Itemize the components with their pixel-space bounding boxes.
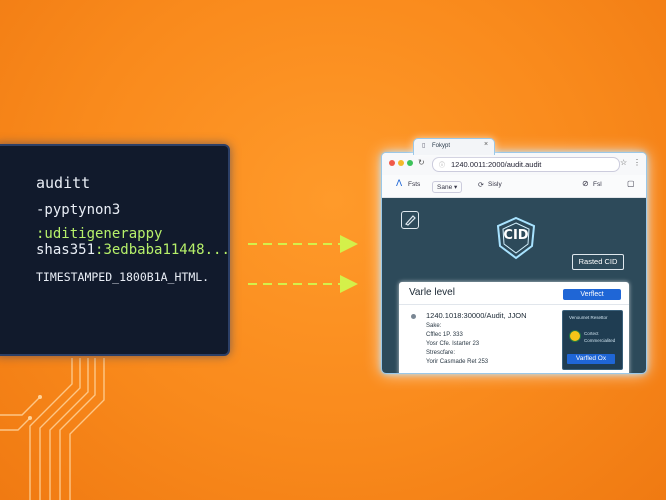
url-text: 1240.0011:2000/audit.audit [451, 160, 542, 169]
toolbar-item-3[interactable]: Sisly [488, 181, 502, 188]
terminal-line-3: :uditigenerappy [36, 226, 163, 242]
terminal-window: auditt -pyptynon3 :uditigenerappy shas35… [0, 144, 230, 356]
share-icon[interactable]: ⟳ [478, 182, 484, 189]
verified-ok-button[interactable]: Varfled Ox [567, 354, 615, 364]
seal-icon [569, 330, 581, 342]
certificate-header: Venoumet Resettor [569, 315, 608, 320]
url-bar[interactable]: ⓘ 1240.0011:2000/audit.audit [432, 157, 620, 172]
info-icon: ⓘ [439, 163, 446, 169]
shield-badge-icon [496, 216, 536, 260]
maximize-dot[interactable] [407, 160, 413, 166]
settings-icon[interactable]: ⊘ [582, 179, 589, 188]
status-dot-icon [411, 314, 416, 319]
page-content: CID Rasted CID Varle level Verflect 1240… [382, 198, 646, 373]
detail-line: Strescfare: [426, 350, 456, 356]
browser-window: ↻ ⓘ 1240.0011:2000/audit.audit ☆ ⋮ ⴷ Fst… [381, 152, 647, 374]
terminal-line-1: auditt [36, 174, 91, 192]
tab-close-icon[interactable]: × [484, 141, 489, 148]
verified-cid-button[interactable]: Rasted CID [572, 254, 624, 270]
detail-line: Sake: [426, 323, 442, 329]
badge-label: CID [503, 228, 529, 243]
page-icon: ▯ [422, 143, 426, 149]
card-title: Varle level [409, 287, 455, 298]
toolbar-item-1[interactable]: Fsts [408, 181, 421, 188]
certificate-line: Commercialited [584, 338, 616, 343]
terminal-line-4: shas351:3edbaba11448... [36, 242, 230, 258]
audit-url[interactable]: 1240.1018:30000/Audit, JJON [426, 311, 527, 320]
toolbar: ⴷ Fsts Sane ▾ ⟳ Sisly ⊘ Fsl ▢ [382, 175, 646, 198]
bag-icon[interactable]: ▢ [627, 179, 635, 188]
verify-button[interactable]: Verflect [563, 289, 621, 300]
detail-line: Yorir Casmade Ret 253 [426, 359, 489, 365]
toolbar-item-4[interactable]: Fsl [593, 181, 602, 188]
hash-value: :3edbaba11448... [95, 242, 230, 258]
divider [399, 304, 629, 305]
terminal-line-2: -pyptynon3 [36, 202, 121, 218]
minimize-dot[interactable] [398, 160, 404, 166]
detail-line: Yosr Cfe. Istarter 23 [426, 341, 480, 347]
star-icon[interactable]: ☆ [620, 158, 628, 167]
edit-icon[interactable] [401, 211, 419, 229]
menu-icon[interactable]: ⋮ [633, 158, 641, 167]
toolbar-dropdown[interactable]: Sane ▾ [432, 181, 463, 193]
terminal-line-5: TIMESTAMPED_1800B1A_HTML. [36, 270, 210, 284]
detail-line: Cfflec 1P. 333 [426, 332, 463, 338]
reload-icon[interactable]: ↻ [418, 158, 425, 167]
tab-title: Fokypt [432, 143, 451, 149]
browser-tab[interactable]: ▯ Fokypt × [413, 138, 495, 155]
hash-label: shas351 [36, 242, 96, 258]
flow-arrows [248, 235, 358, 293]
close-dot[interactable] [389, 160, 395, 166]
verification-card: Varle level Verflect 1240.1018:30000/Aud… [399, 282, 629, 373]
certificate-line: Cortect [584, 331, 599, 336]
logo-icon: ⴷ [396, 178, 403, 188]
address-bar-row: ↻ ⓘ 1240.0011:2000/audit.audit ☆ ⋮ [382, 153, 646, 176]
